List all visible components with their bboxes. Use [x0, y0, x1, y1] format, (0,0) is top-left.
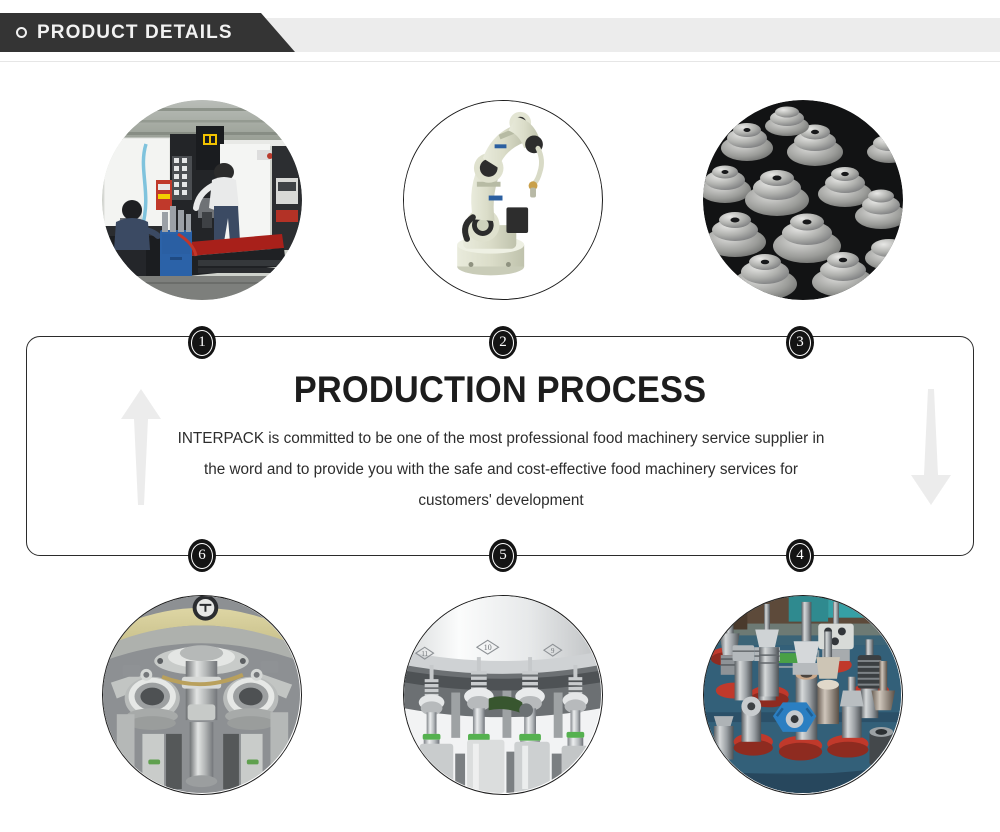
badge-ring — [191, 329, 213, 356]
step-badge-1: 1 — [188, 326, 216, 359]
production-process-panel: PRODUCTION PROCESS INTERPACK is committe… — [26, 336, 974, 556]
badge-ring — [789, 542, 811, 569]
header-divider — [0, 61, 1000, 62]
page-title: PRODUCT DETAILS — [37, 21, 233, 43]
header-tab: PRODUCT DETAILS — [0, 13, 295, 52]
step-number: 5 — [499, 546, 507, 563]
step-badge-3: 3 — [786, 326, 814, 359]
badge-ring — [492, 329, 514, 356]
arrow-up-icon — [119, 389, 163, 510]
step-badge-2: 2 — [489, 326, 517, 359]
header-bar: PRODUCT DETAILS — [0, 0, 1000, 62]
photo-machined-parts — [703, 100, 903, 300]
step-number: 4 — [796, 546, 804, 563]
step-badge-6: 6 — [188, 539, 216, 572]
production-process-description: INTERPACK is committed to be one of the … — [177, 430, 825, 509]
svg-text:9: 9 — [551, 648, 555, 655]
step-badge-5: 5 — [489, 539, 517, 572]
badge-ring — [191, 542, 213, 569]
step-number: 3 — [796, 333, 804, 350]
step-number: 1 — [198, 333, 206, 350]
photo-capping-carousel: 11 10 9 — [403, 595, 603, 795]
badge-ring — [789, 329, 811, 356]
photo-welding-robot — [403, 100, 603, 300]
arrow-down-icon — [909, 389, 953, 510]
step-number: 2 — [499, 333, 507, 350]
photo-filling-valve-assembly — [102, 595, 302, 795]
svg-text:11: 11 — [421, 651, 428, 658]
photo-tool-holders — [703, 595, 903, 795]
badge-ring — [492, 542, 514, 569]
photo-cnc-workshop — [102, 100, 302, 300]
svg-text:10: 10 — [484, 643, 492, 652]
circle-bullet-icon — [16, 27, 27, 38]
step-number: 6 — [198, 546, 206, 563]
step-badge-4: 4 — [786, 539, 814, 572]
production-process-title: PRODUCTION PROCESS — [293, 369, 707, 410]
